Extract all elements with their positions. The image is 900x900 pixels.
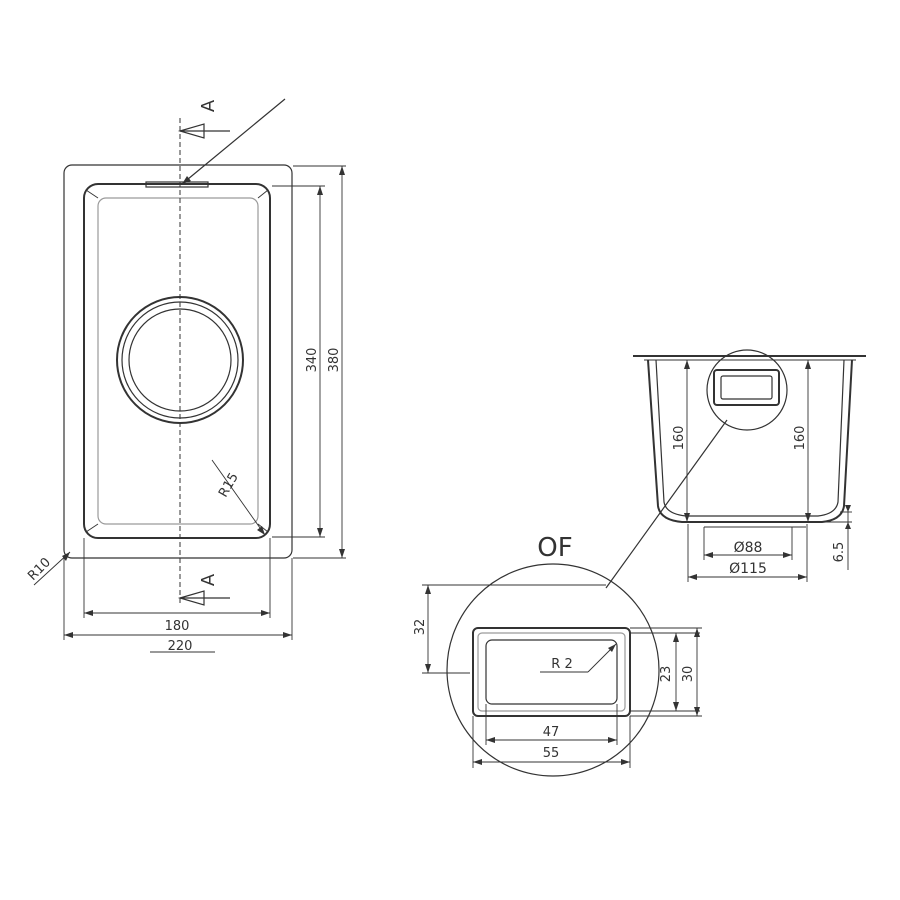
detail-slot-inner xyxy=(485,639,618,705)
dim-30-label: 30 xyxy=(681,666,696,683)
detail-leader xyxy=(605,419,728,589)
section-arrow-top xyxy=(177,123,205,139)
section-label-top: A xyxy=(198,99,219,112)
dim-340-label: 340 xyxy=(305,348,320,373)
dim-23-arrow-top xyxy=(673,633,679,642)
sink-outer-flange xyxy=(63,164,293,559)
dim-180-arrow-left xyxy=(84,610,93,616)
dim-220-arrow-left xyxy=(64,632,73,638)
sink-bowl-outer xyxy=(83,183,271,539)
r2-arrow xyxy=(608,644,616,652)
plan-view: A A 340 380 180 220 xyxy=(25,98,346,654)
dim-depth-left-arrow-top xyxy=(684,360,690,369)
r15-leader xyxy=(211,459,266,536)
overflow-leader-arrow xyxy=(182,176,191,184)
dim-340-arrow-bottom xyxy=(317,528,323,537)
dim-23-arrow-bottom xyxy=(673,702,679,711)
dim-220-arrow-right xyxy=(283,632,292,638)
dim-380-label: 380 xyxy=(327,348,342,373)
detail-slot-outer xyxy=(472,627,631,717)
dim-220-label: 220 xyxy=(168,639,193,654)
dim-88-arrow-right xyxy=(783,552,792,558)
dim-30-arrow-top xyxy=(694,628,700,637)
dim-32-label: 32 xyxy=(413,619,428,636)
dim-65-arrow-bottom xyxy=(845,522,851,529)
dim-380-arrow-bottom xyxy=(339,549,345,558)
dim-55-arrow-right xyxy=(621,759,630,765)
r15-arrow xyxy=(257,526,265,535)
dim-55-label: 55 xyxy=(543,746,560,761)
overflow-slot-inner xyxy=(720,375,773,400)
r15-label: R15 xyxy=(216,470,242,500)
dim-47-arrow-left xyxy=(486,737,495,743)
detail-title: OF xyxy=(537,533,572,563)
dim-depth-right-label: 160 xyxy=(793,426,808,451)
dim-115-arrow-right xyxy=(798,574,807,580)
section-view: 160 160 Ø88 Ø115 6.5 xyxy=(633,349,866,582)
dim-115-arrow-left xyxy=(688,574,697,580)
section-label-bottom: A xyxy=(198,573,219,586)
detail-circle xyxy=(446,563,660,777)
dim-depth-right-arrow-top xyxy=(805,360,811,369)
overflow-detail-circle xyxy=(706,349,788,431)
section-arrow-bottom xyxy=(177,590,205,606)
overflow-slot xyxy=(145,181,209,188)
bowl-corner-line-tr xyxy=(257,189,269,199)
overflow-leader xyxy=(181,98,286,185)
dim-88-arrow-left xyxy=(704,552,713,558)
sink-bowl-inner xyxy=(97,197,259,525)
dim-65-arrow-top xyxy=(845,505,851,512)
dim-47-arrow-right xyxy=(608,737,617,743)
r10-label: R10 xyxy=(25,555,54,584)
bowl-corner-line-br xyxy=(257,523,269,533)
dim-340-arrow-top xyxy=(317,186,323,195)
r2-label: R 2 xyxy=(551,657,572,672)
dim-depth-right-arrow-bottom xyxy=(805,513,811,522)
detail-slot-mid xyxy=(477,632,626,712)
detail-view: OF R 2 32 23 30 xyxy=(413,419,728,777)
dim-180-label: 180 xyxy=(165,619,190,634)
dim-depth-left-label: 160 xyxy=(672,426,687,451)
dim-32-arrow-top xyxy=(425,585,431,594)
bowl-corner-line-bl xyxy=(85,523,99,533)
dim-88-label: Ø88 xyxy=(734,540,763,556)
dim-23-label: 23 xyxy=(659,666,674,683)
dim-32-arrow-bottom xyxy=(425,664,431,673)
dim-380-arrow-top xyxy=(339,166,345,175)
dim-115-label: Ø115 xyxy=(729,561,767,577)
dim-47-label: 47 xyxy=(543,725,560,740)
dim-depth-left-arrow-bottom xyxy=(684,513,690,522)
r10-arrow xyxy=(62,552,70,561)
bowl-corner-line-tl xyxy=(85,189,99,199)
dim-65-label: 6.5 xyxy=(832,542,847,563)
dim-30-arrow-bottom xyxy=(694,707,700,716)
bowl-profile-inner xyxy=(655,359,845,517)
dim-55-arrow-left xyxy=(473,759,482,765)
overflow-slot-outer xyxy=(713,369,780,406)
dim-180-arrow-right xyxy=(261,610,270,616)
